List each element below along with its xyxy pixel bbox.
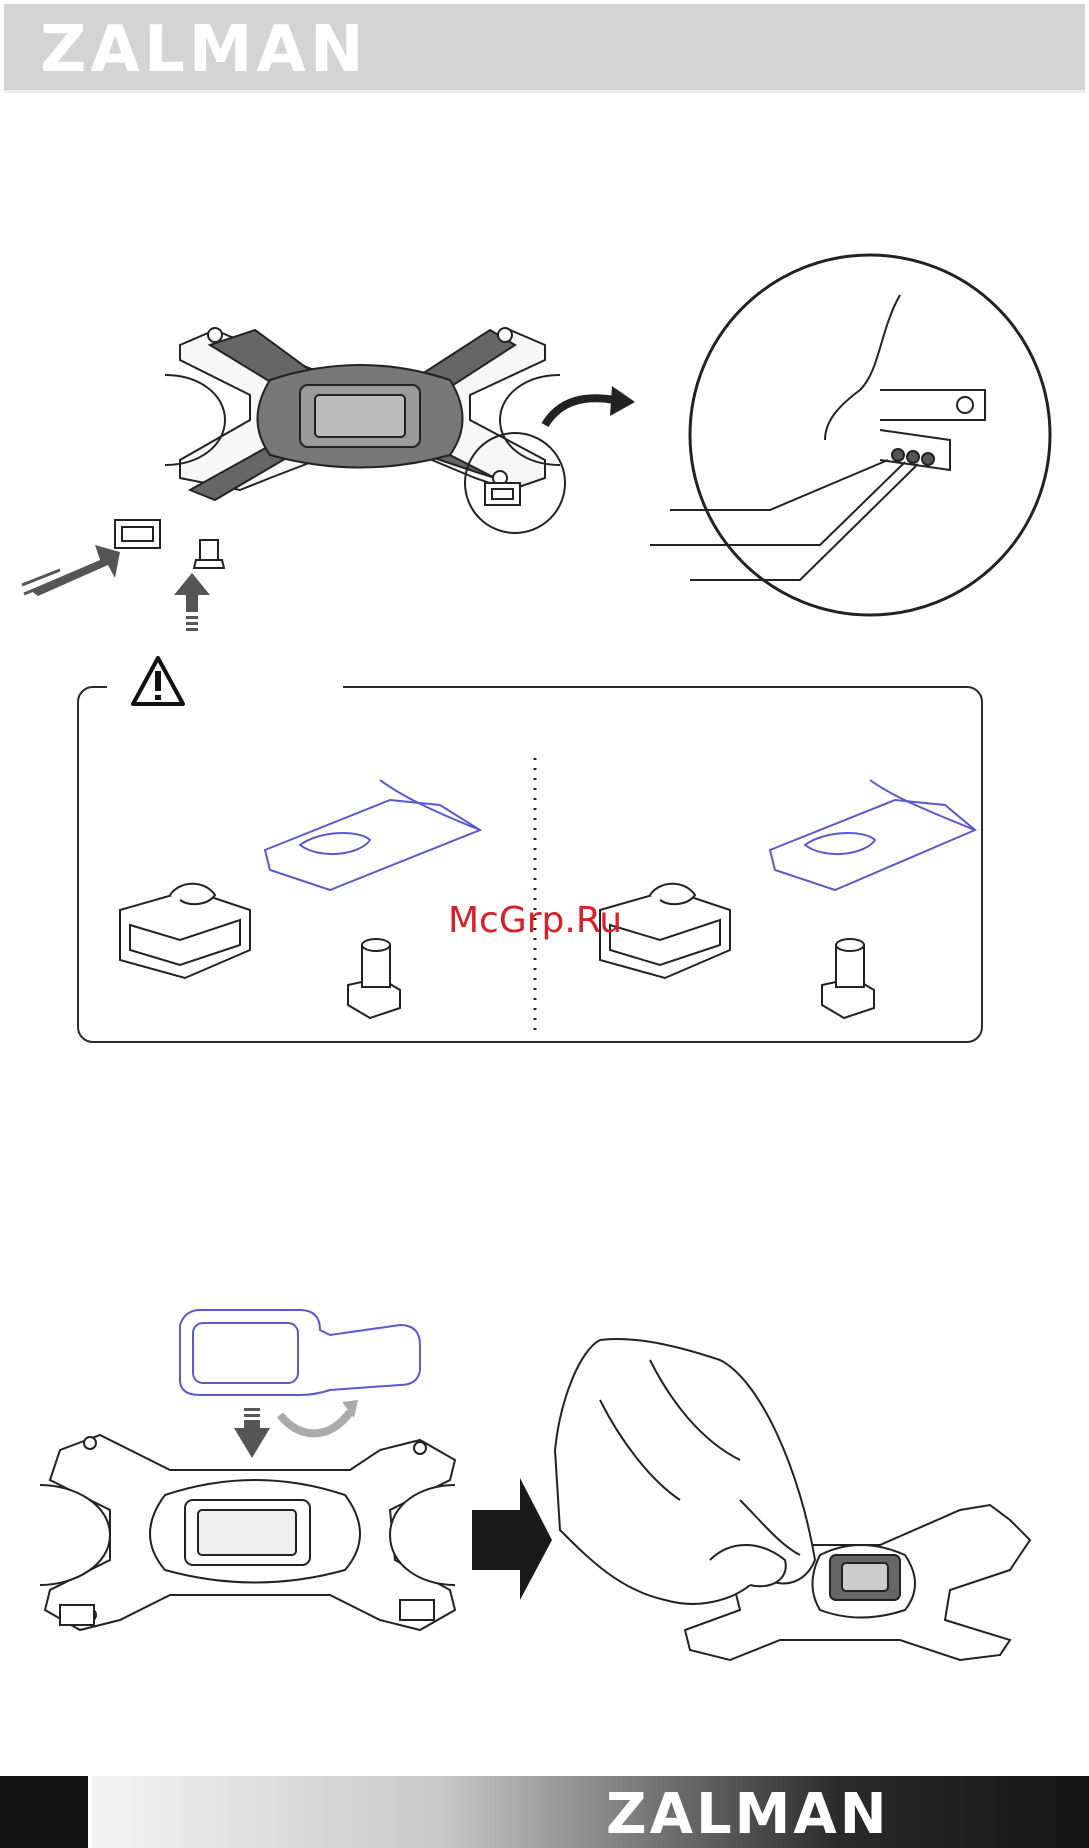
gasket-installation-illustration <box>0 1300 1089 1670</box>
arrow-down-icon <box>234 1408 270 1458</box>
bracket-assembly-illustration <box>0 240 1089 660</box>
arrow-right-icon <box>22 545 120 596</box>
footer-dark-block <box>0 1776 88 1848</box>
footer-brand-logo: ZALMAN <box>606 1787 890 1843</box>
arrow-right-icon <box>472 1478 552 1600</box>
watermark: McGrp.Ru <box>448 903 622 939</box>
arrow-up-icon <box>174 573 210 631</box>
curved-arrow-icon <box>545 386 635 425</box>
footer-gradient-bar <box>92 1776 1089 1848</box>
header-bar: ZALMAN <box>4 4 1085 93</box>
caution-comparison-illustration <box>80 700 980 1040</box>
brand-logo: ZALMAN <box>40 18 368 82</box>
